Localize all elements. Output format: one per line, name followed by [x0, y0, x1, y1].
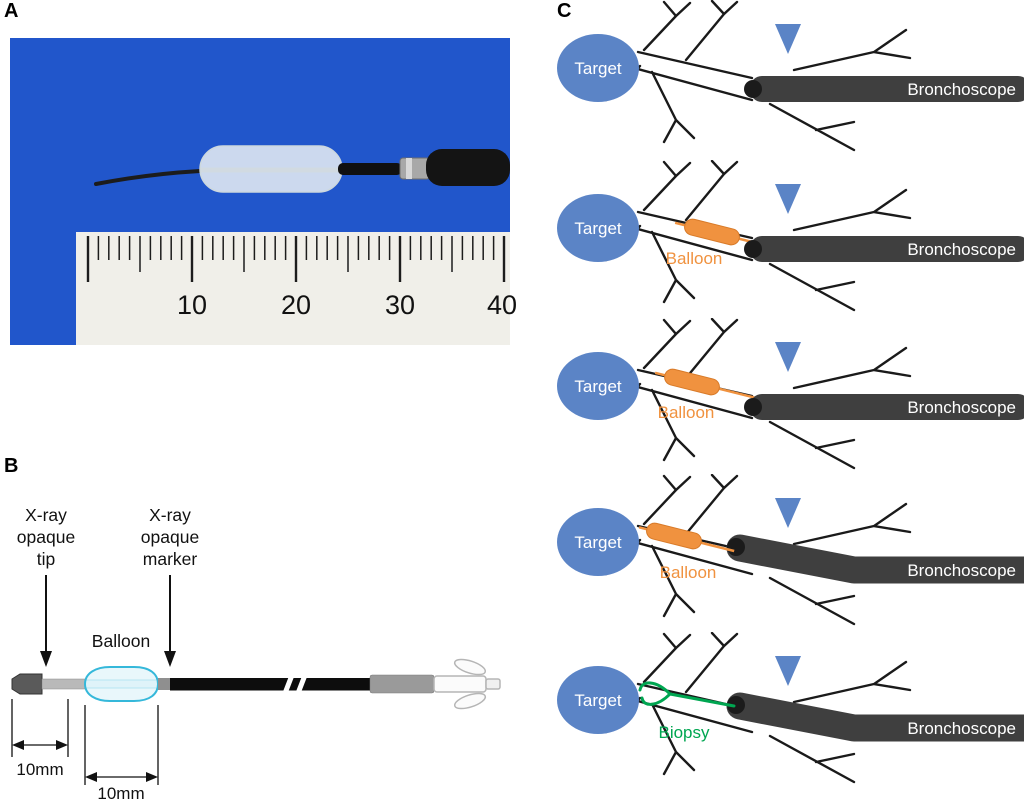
balloon-catheter — [638, 522, 735, 553]
panel-a-label: A — [4, 0, 19, 22]
pointer-triangle-icon — [775, 498, 801, 528]
balloon-dimension-label: 10mm — [97, 784, 144, 801]
catheter-handle — [426, 149, 510, 186]
balloon-label: Balloon — [92, 631, 150, 651]
airway-tree — [604, 632, 912, 784]
schematic-tip — [11, 673, 43, 695]
bronchoscope-label: Bronchoscope — [907, 719, 1016, 738]
tip-label-line1: X-ray — [25, 505, 67, 525]
catheter-shaft — [338, 163, 402, 175]
airway-tree — [604, 318, 912, 470]
hub-nozzle — [485, 678, 501, 690]
balloon-catheter — [654, 368, 757, 400]
airway-tree — [604, 0, 912, 152]
target-lesion — [557, 194, 639, 262]
photo-balloon — [199, 145, 343, 193]
forceps-jaw-lower — [640, 692, 672, 706]
schematic-distal-shaft — [41, 678, 86, 690]
pointer-triangle-icon — [775, 342, 801, 372]
pointer-triangle-icon — [775, 24, 801, 54]
balloon-label: Balloon — [658, 403, 715, 422]
ruler-number-10: 10 — [177, 290, 207, 320]
tip-dimension-label: 10mm — [16, 760, 63, 779]
balloon-label: Balloon — [666, 249, 723, 268]
balloon-shape — [684, 218, 740, 246]
bronchoscope-tip — [744, 398, 762, 416]
panel-c-step-4: Target Balloon Bronchoscope — [557, 474, 1024, 626]
bronchoscope-tip — [744, 240, 762, 258]
ruler-number-20: 20 — [281, 290, 311, 320]
panel-a-photo: 10 20 30 40 — [10, 38, 517, 345]
marker-label: X-ray opaque marker — [141, 505, 199, 569]
marker-arrowhead-icon — [164, 651, 176, 667]
ruler-ticks — [86, 236, 506, 282]
bronchoscope-label: Bronchoscope — [907, 240, 1016, 259]
balloon-shape — [664, 368, 720, 396]
tip-arrow — [40, 575, 52, 667]
hub-body — [433, 675, 487, 693]
schematic-luer-hub — [433, 658, 501, 710]
panel-b-schematic: X-ray opaque tip X-ray opaque marker Bal… — [11, 505, 501, 801]
pointer-triangle-icon — [775, 184, 801, 214]
bronchoscope-body — [750, 76, 1024, 102]
panel-c-step-3: Target Balloon Bronchoscope — [557, 318, 1024, 470]
panel-b-label: B — [4, 455, 19, 477]
airway-tree — [604, 160, 912, 312]
catheter-ferrule — [399, 157, 431, 180]
target-label: Target — [574, 533, 622, 552]
bronchoscope-body — [726, 692, 1024, 742]
bronchoscope-tip — [727, 696, 745, 714]
biopsy-label: Biopsy — [658, 723, 710, 742]
schematic-connector — [369, 674, 435, 694]
tip-arrowhead-icon — [40, 651, 52, 667]
target-label: Target — [574, 219, 622, 238]
shaft-break-icon — [279, 669, 310, 702]
schematic-main-shaft — [170, 678, 370, 691]
tip-label-line3: tip — [37, 549, 55, 569]
bronchoscope-label: Bronchoscope — [907, 398, 1016, 417]
panel-c-label: C — [557, 0, 572, 22]
catheter-wire — [94, 169, 202, 186]
target-lesion — [557, 352, 639, 420]
target-label: Target — [574, 691, 622, 710]
bronchoscope-body — [750, 394, 1024, 420]
hub-wing-top — [453, 658, 487, 676]
schematic-balloon — [83, 666, 160, 702]
balloon-dimension — [84, 705, 159, 785]
bronchoscope-body — [726, 534, 1024, 584]
bronchoscope-body — [750, 236, 1024, 262]
marker-label-line2: opaque — [141, 527, 199, 547]
forceps-jaw-upper — [638, 681, 672, 696]
bronchoscope-label: Bronchoscope — [907, 80, 1016, 99]
bronchoscope-label: Bronchoscope — [907, 561, 1016, 580]
target-label: Target — [574, 377, 622, 396]
marker-label-line3: marker — [143, 549, 198, 569]
bronchoscope-tip — [744, 80, 762, 98]
tip-label-line2: opaque — [17, 527, 75, 547]
panel-c-step-1: Target Bronchoscope — [557, 0, 1024, 152]
tip-dimension — [11, 699, 69, 757]
target-lesion — [557, 666, 639, 734]
marker-arrow — [164, 575, 176, 667]
ruler — [76, 232, 510, 345]
balloon-shape — [646, 522, 702, 550]
tip-label: X-ray opaque tip — [17, 505, 75, 569]
forceps-shaft — [668, 692, 736, 708]
target-lesion — [557, 508, 639, 576]
ruler-number-30: 30 — [385, 290, 415, 320]
ruler-number-40: 40 — [487, 290, 517, 320]
target-label: Target — [574, 59, 622, 78]
ruler-numbers: 10 20 30 40 — [177, 290, 517, 320]
panel-c-step-2: Target Balloon Bronchoscope — [557, 160, 1024, 312]
bronchoscope-tip — [727, 538, 745, 556]
balloon-label: Balloon — [660, 563, 717, 582]
pointer-triangle-icon — [775, 656, 801, 686]
target-lesion — [557, 34, 639, 102]
biopsy-forceps — [638, 681, 736, 708]
panel-c-step-5: Target Biopsy Bronchoscope — [557, 632, 1024, 784]
hub-wing-bottom — [453, 692, 487, 710]
ferrule-highlight — [406, 158, 412, 179]
schematic-xray-marker — [158, 678, 170, 690]
marker-label-line1: X-ray — [149, 505, 191, 525]
